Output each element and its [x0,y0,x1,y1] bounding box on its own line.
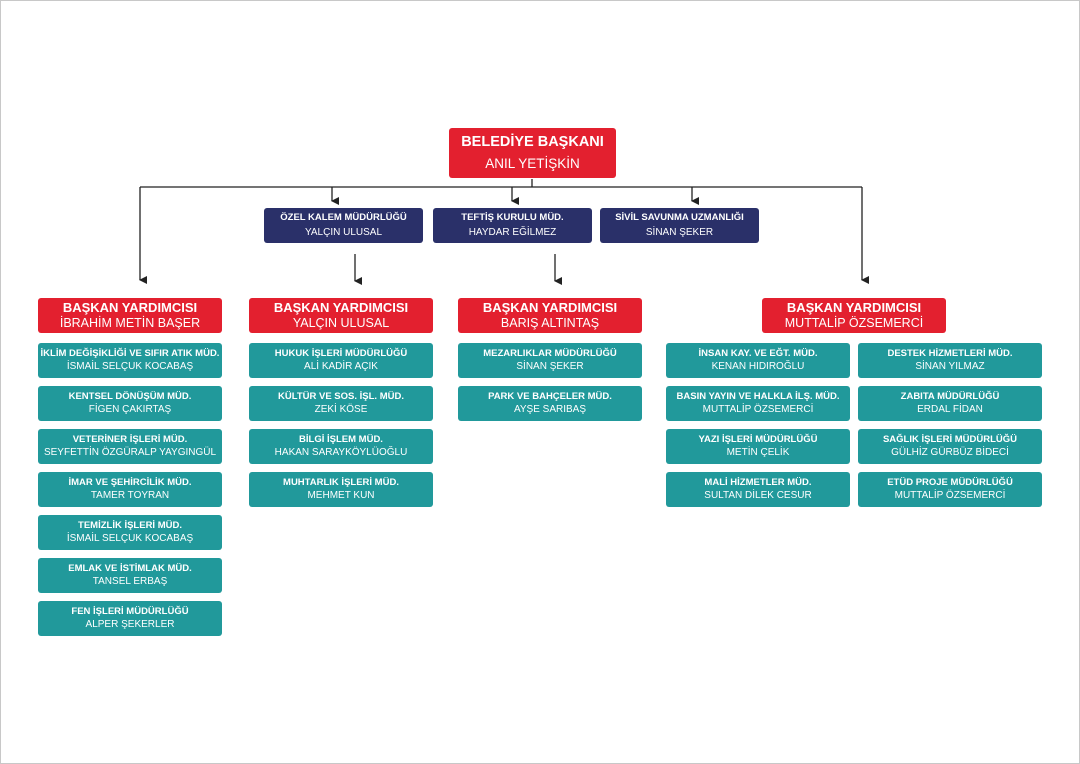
unit-box[interactable]: HUKUK İŞLERİ MÜDÜRLÜĞÜ ALİ KADİR AÇIK [249,343,433,378]
unit-box[interactable]: ZABITA MÜDÜRLÜĞÜ ERDAL FİDAN [858,386,1042,421]
unit-title: HUKUK İŞLERİ MÜDÜRLÜĞÜ [274,347,408,359]
unit-title: VETERİNER İŞLERİ MÜD. [72,433,188,445]
deputy-box-4[interactable]: BAŞKAN YARDIMCISI MUTTALİP ÖZSEMERCİ [762,298,946,333]
unit-title: BİLGİ İŞLEM MÜD. [299,433,383,445]
unit-manager: SEYFETTİN ÖZGÜRALP YAYGINGÜL [43,447,217,459]
mayor-title: BELEDİYE BAŞKANI [461,134,604,151]
deputy-box-1[interactable]: BAŞKAN YARDIMCISI İBRAHİM METİN BAŞER [38,298,222,333]
mayor-name: ANIL YETİŞKİN [485,155,580,171]
deputy-name: BARIŞ ALTINTAŞ [500,316,600,331]
staff-title: ÖZEL KALEM MÜDÜRLÜĞÜ [280,212,407,224]
unit-manager: MEHMET KUN [307,490,375,502]
unit-manager: ALİ KADİR AÇIK [304,361,378,373]
unit-title: BASIN YAYIN VE HALKLA İLŞ. MÜD. [676,390,840,402]
unit-manager: SİNAN YILMAZ [915,361,985,373]
unit-title: FEN İŞLERİ MÜDÜRLÜĞÜ [71,605,189,617]
unit-manager: İSMAİL SELÇUK KOCABAŞ [66,361,194,373]
unit-box[interactable]: KÜLTÜR VE SOS. İŞL. MÜD. ZEKİ KÖSE [249,386,433,421]
unit-box[interactable]: ETÜD PROJE MÜDÜRLÜĞÜ MUTTALİP ÖZSEMERCİ [858,472,1042,507]
staff-title: TEFTİŞ KURULU MÜD. [461,212,564,224]
unit-title: ZABITA MÜDÜRLÜĞÜ [900,390,1000,402]
unit-manager: İSMAİL SELÇUK KOCABAŞ [66,533,194,545]
unit-title: TEMİZLİK İŞLERİ MÜD. [78,519,182,531]
unit-box[interactable]: MALİ HİZMETLER MÜD. SULTAN DİLEK CESUR [666,472,850,507]
unit-manager: TAMER TOYRAN [90,490,170,502]
unit-manager: GÜLHİZ GÜRBÜZ BİDECİ [891,447,1009,459]
unit-manager: METİN ÇELİK [726,447,790,459]
unit-title: PARK VE BAHÇELER MÜD. [488,390,612,402]
unit-box[interactable]: BİLGİ İŞLEM MÜD. HAKAN SARAYKÖYLÜOĞLU [249,429,433,464]
unit-title: YAZI İŞLERİ MÜDÜRLÜĞÜ [698,433,818,445]
unit-title: İMAR VE ŞEHİRCİLİK MÜD. [68,476,192,488]
unit-title: MUHTARLIK İŞLERİ MÜD. [283,476,399,488]
unit-manager: ZEKİ KÖSE [314,404,368,416]
unit-box[interactable]: İMAR VE ŞEHİRCİLİK MÜD. TAMER TOYRAN [38,472,222,507]
unit-title: DESTEK HİZMETLERİ MÜD. [887,347,1013,359]
unit-box[interactable]: FEN İŞLERİ MÜDÜRLÜĞÜ ALPER ŞEKERLER [38,601,222,636]
unit-box[interactable]: MEZARLIKLAR MÜDÜRLÜĞÜ SİNAN ŞEKER [458,343,642,378]
unit-box[interactable]: PARK VE BAHÇELER MÜD. AYŞE SARIBAŞ [458,386,642,421]
staff-box-private-office[interactable]: ÖZEL KALEM MÜDÜRLÜĞÜ YALÇIN ULUSAL [264,208,423,243]
unit-title: KÜLTÜR VE SOS. İŞL. MÜD. [278,390,404,402]
mayor-box[interactable]: BELEDİYE BAŞKANI ANIL YETİŞKİN [449,128,616,178]
unit-title: SAĞLIK İŞLERİ MÜDÜRLÜĞÜ [882,433,1018,445]
unit-title: KENTSEL DÖNÜŞÜM MÜD. [68,390,192,402]
unit-box[interactable]: KENTSEL DÖNÜŞÜM MÜD. FİGEN ÇAKIRTAŞ [38,386,222,421]
deputy-box-2[interactable]: BAŞKAN YARDIMCISI YALÇIN ULUSAL [249,298,433,333]
unit-manager: FİGEN ÇAKIRTAŞ [88,404,172,416]
unit-box[interactable]: MUHTARLIK İŞLERİ MÜD. MEHMET KUN [249,472,433,507]
unit-title: EMLAK VE İSTİMLAK MÜD. [68,562,192,574]
staff-name: SİNAN ŞEKER [645,226,714,238]
deputy-name: YALÇIN ULUSAL [292,316,390,331]
deputy-title: BAŞKAN YARDIMCISI [62,299,198,315]
unit-manager: KENAN HIDIROĞLU [711,361,805,373]
staff-name: HAYDAR EĞİLMEZ [468,226,557,238]
unit-box[interactable]: VETERİNER İŞLERİ MÜD. SEYFETTİN ÖZGÜRALP… [38,429,222,464]
deputy-title: BAŞKAN YARDIMCISI [273,299,409,315]
staff-box-civil-defense[interactable]: SİVİL SAVUNMA UZMANLIĞI SİNAN ŞEKER [600,208,759,243]
unit-manager: HAKAN SARAYKÖYLÜOĞLU [274,447,408,459]
unit-title: ETÜD PROJE MÜDÜRLÜĞÜ [887,476,1013,488]
deputy-name: MUTTALİP ÖZSEMERCİ [784,316,924,331]
unit-manager: SİNAN ŞEKER [516,361,584,373]
unit-manager: ALPER ŞEKERLER [85,619,175,631]
staff-box-inspection-board[interactable]: TEFTİŞ KURULU MÜD. HAYDAR EĞİLMEZ [433,208,592,243]
unit-box[interactable]: İNSAN KAY. VE EĞT. MÜD. KENAN HIDIROĞLU [666,343,850,378]
unit-manager: MUTTALİP ÖZSEMERCİ [894,490,1006,502]
deputy-title: BAŞKAN YARDIMCISI [482,299,618,315]
unit-box[interactable]: İKLİM DEĞİŞİKLİĞİ VE SIFIR ATIK MÜD. İSM… [38,343,222,378]
unit-manager: SULTAN DİLEK CESUR [704,490,812,502]
unit-manager: TANSEL ERBAŞ [92,576,168,588]
unit-manager: ERDAL FİDAN [917,404,983,416]
deputy-box-3[interactable]: BAŞKAN YARDIMCISI BARIŞ ALTINTAŞ [458,298,642,333]
unit-box[interactable]: DESTEK HİZMETLERİ MÜD. SİNAN YILMAZ [858,343,1042,378]
unit-title: MALİ HİZMETLER MÜD. [704,476,812,488]
unit-box[interactable]: SAĞLIK İŞLERİ MÜDÜRLÜĞÜ GÜLHİZ GÜRBÜZ Bİ… [858,429,1042,464]
unit-title: İKLİM DEĞİŞİKLİĞİ VE SIFIR ATIK MÜD. [40,347,220,359]
deputy-title: BAŞKAN YARDIMCISI [786,299,922,315]
unit-box[interactable]: YAZI İŞLERİ MÜDÜRLÜĞÜ METİN ÇELİK [666,429,850,464]
deputy-name: İBRAHİM METİN BAŞER [59,316,201,331]
unit-manager: MUTTALİP ÖZSEMERCİ [702,404,814,416]
unit-box[interactable]: TEMİZLİK İŞLERİ MÜD. İSMAİL SELÇUK KOCAB… [38,515,222,550]
staff-title: SİVİL SAVUNMA UZMANLIĞI [615,212,744,224]
unit-box[interactable]: BASIN YAYIN VE HALKLA İLŞ. MÜD. MUTTALİP… [666,386,850,421]
unit-manager: AYŞE SARIBAŞ [513,404,587,416]
unit-box[interactable]: EMLAK VE İSTİMLAK MÜD. TANSEL ERBAŞ [38,558,222,593]
unit-title: MEZARLIKLAR MÜDÜRLÜĞÜ [483,347,617,359]
unit-title: İNSAN KAY. VE EĞT. MÜD. [698,347,818,359]
staff-name: YALÇIN ULUSAL [304,226,383,238]
